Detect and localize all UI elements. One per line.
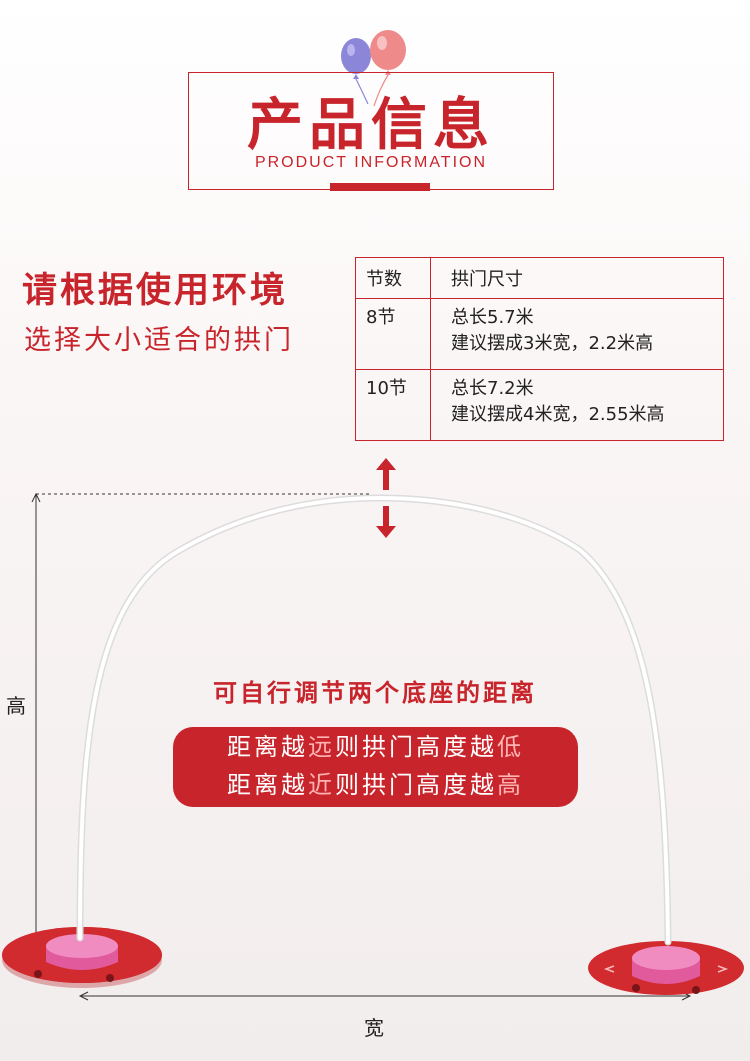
note-text: 则拱门高度越 [335,771,497,799]
note-highlight: 近 [308,771,335,799]
table-header-size: 拱门尺寸 [430,257,724,299]
note-highlight: 远 [308,733,335,761]
table-cell-size: 总长7.2米 建议摆成4米宽，2.55米高 [430,369,724,441]
size-suggestion: 建议摆成4米宽，2.55米高 [451,404,665,425]
adjust-note-far: 距离越远则拱门高度越低 [173,727,578,767]
table-header-sections: 节数 [355,257,431,299]
size-length: 总长5.7米 [451,307,534,328]
table-cell-sections: 10节 [355,369,431,441]
balloons-icon [341,30,406,107]
note-highlight: 高 [497,771,524,799]
lead-title: 请根据使用环境 [22,270,289,311]
table-row: 10节 总长7.2米 建议摆成4米宽，2.55米高 [355,369,724,441]
left-base [2,927,162,988]
page-subtitle: PRODUCT INFORMATION [254,154,488,171]
table-row: 8节 总长5.7米 建议摆成3米宽，2.2米高 [355,298,724,370]
table-cell-size: 总长5.7米 建议摆成3米宽，2.2米高 [430,298,724,370]
width-label: 宽 [364,1016,384,1040]
table-header-row: 节数 拱门尺寸 [355,257,724,299]
width-arrow-left-icon [78,991,89,1001]
adjust-title: 可自行调节两个底座的距离 [213,679,537,707]
table-cell-sections: 8节 [355,298,431,370]
right-base [588,941,744,995]
height-adjust-arrows-icon [376,458,396,538]
header-accent-bar [330,183,430,191]
note-text: 距离越 [227,733,308,761]
arch-illustration [2,458,744,1001]
adjust-note-near: 距离越近则拱门高度越高 [173,765,578,807]
note-text: 距离越 [227,771,308,799]
arch-tube [76,494,672,946]
page-title: 产品信息 [247,93,495,158]
height-label: 高 [6,694,26,718]
lead-subtitle: 选择大小适合的拱门 [24,325,294,356]
size-suggestion: 建议摆成3米宽，2.2米高 [451,333,654,354]
size-length: 总长7.2米 [451,378,534,399]
note-text: 则拱门高度越 [335,733,497,761]
note-highlight: 低 [497,733,524,761]
spec-table: 节数 拱门尺寸 8节 总长5.7米 建议摆成3米宽，2.2米高 10节 总长7.… [355,257,724,441]
